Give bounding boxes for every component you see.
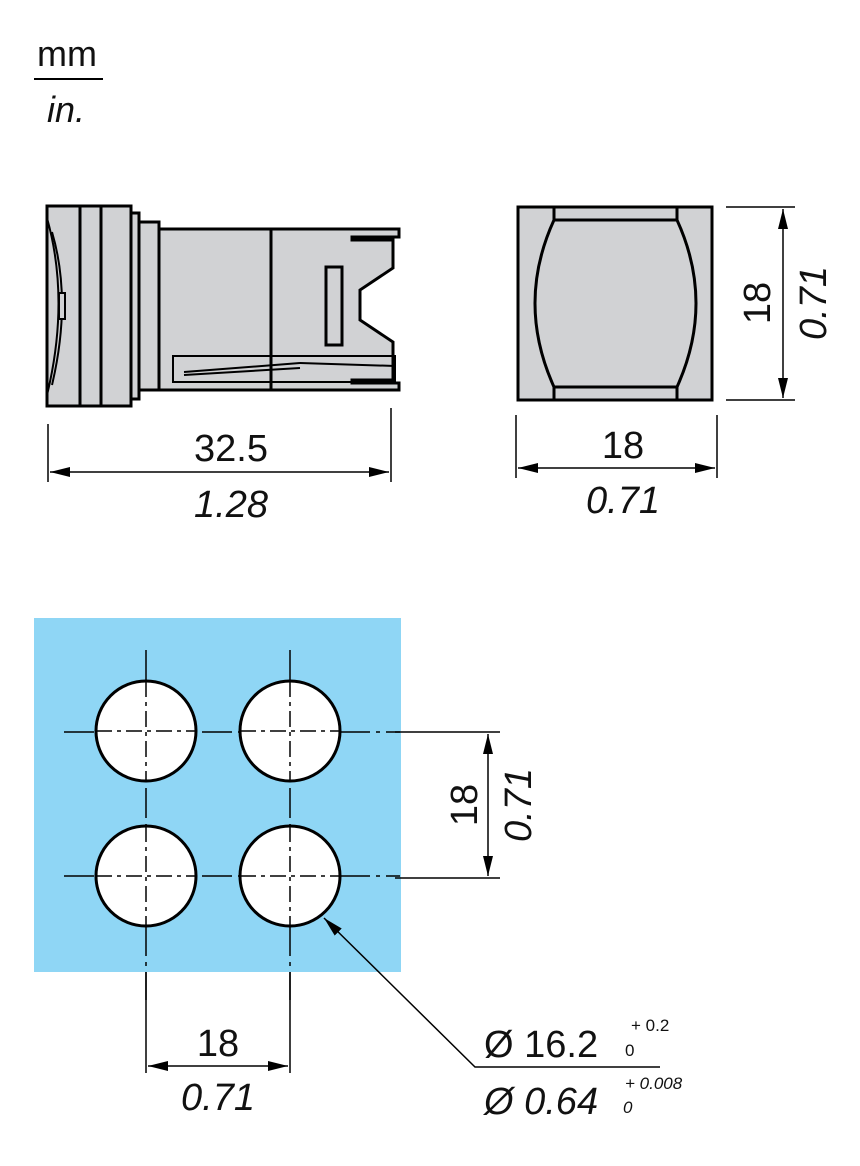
hole-diameter-in: Ø 0.64 (482, 1081, 598, 1123)
units-legend: mm in. (34, 33, 103, 130)
hole-tol-mm-lower: 0 (625, 1041, 634, 1060)
cutout-vertical-pitch: 18 0.71 (395, 731, 540, 879)
horizontal-pitch-mm: 18 (197, 1023, 239, 1065)
side-view (45, 204, 401, 408)
length-dimension: 32.5 1.28 (47, 408, 392, 526)
front-view (516, 205, 714, 402)
hole-tol-in-lower: 0 (623, 1098, 633, 1117)
front-width-in: 0.71 (586, 480, 660, 522)
horizontal-pitch-in: 0.71 (181, 1077, 255, 1119)
length-in: 1.28 (194, 484, 268, 526)
front-height-in: 0.71 (793, 266, 835, 340)
length-mm: 32.5 (194, 428, 268, 470)
front-height-mm: 18 (737, 282, 779, 324)
front-width-dimension: 18 0.71 (515, 415, 718, 522)
hole-tol-mm-upper: + 0.2 (631, 1016, 669, 1035)
unit-in-label: in. (47, 89, 85, 130)
hole-tol-in-upper: + 0.008 (625, 1074, 683, 1093)
unit-mm-label: mm (37, 33, 97, 74)
hole-diameter-mm: Ø 16.2 (484, 1024, 598, 1066)
hole-diameter-callout: Ø 16.2 + 0.2 0 Ø 0.64 + 0.008 0 (323, 917, 683, 1123)
cutout-horizontal-pitch: 18 0.71 (145, 972, 291, 1119)
vertical-pitch-in: 0.71 (498, 768, 540, 842)
vertical-pitch-mm: 18 (444, 784, 486, 826)
panel (34, 618, 401, 972)
front-width-mm: 18 (602, 425, 644, 467)
panel-cutout (34, 618, 401, 1000)
front-height-dimension: 18 0.71 (726, 206, 835, 401)
